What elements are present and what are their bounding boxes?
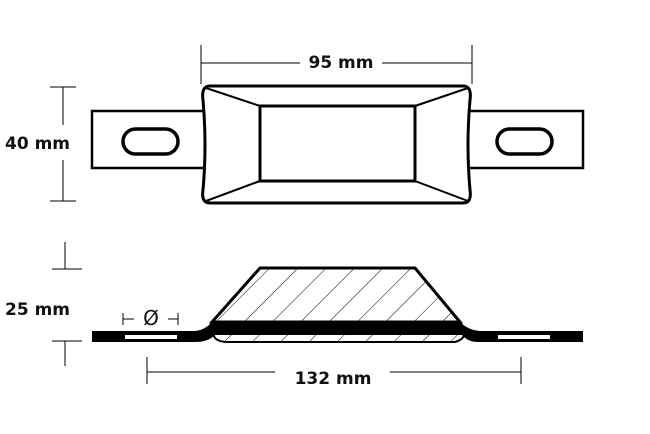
hole-dimension	[122, 313, 179, 325]
upper-section	[208, 266, 464, 324]
anode-top-face	[258, 104, 417, 183]
width-label: 95 mm	[308, 53, 373, 73]
width-dimension	[200, 45, 473, 84]
height-label: 40 mm	[5, 134, 70, 154]
top-view: 95 mm 40 mm	[5, 45, 585, 205]
right-hole	[498, 335, 550, 339]
hole-diameter-label: Ø	[143, 306, 159, 330]
left-hole	[125, 335, 177, 339]
thickness-label: 25 mm	[5, 300, 70, 320]
bevel-lines	[205, 87, 469, 202]
height-dimension	[50, 86, 76, 202]
side-view: 25 mm Ø 132 mm	[5, 242, 583, 389]
side-strap	[92, 322, 583, 342]
left-slot	[121, 127, 180, 156]
thickness-dimension	[52, 242, 82, 366]
right-slot	[495, 127, 554, 156]
length-label: 132 mm	[295, 369, 372, 389]
length-dimension	[146, 357, 522, 384]
